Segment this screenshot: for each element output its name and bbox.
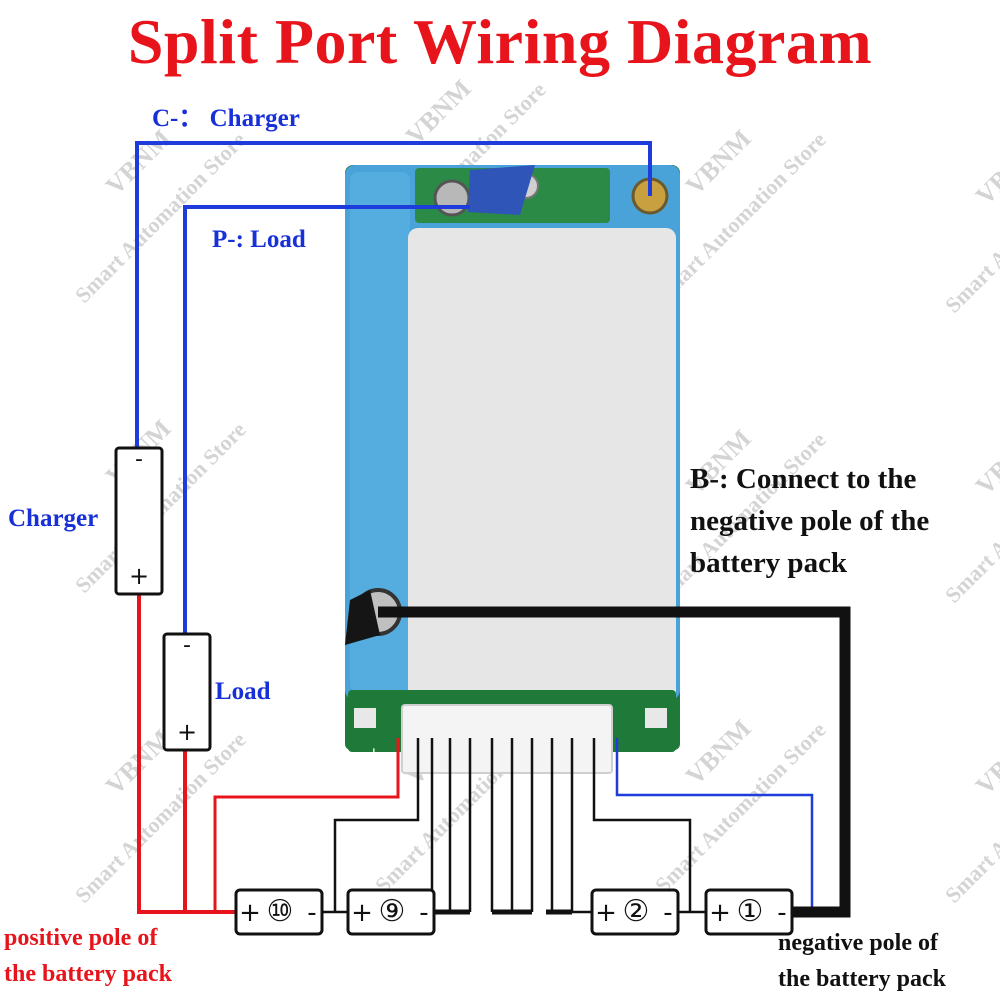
p-minus-terminal bbox=[433, 179, 471, 217]
cell-box bbox=[590, 888, 680, 936]
c-minus-wire bbox=[135, 141, 652, 448]
load-device: - + bbox=[162, 632, 212, 752]
charger-minus: - bbox=[135, 447, 143, 472]
cell-plus: + bbox=[351, 898, 373, 928]
positive-line-2: the battery pack bbox=[4, 961, 172, 987]
positive-pole-label: positive pole of the battery pack bbox=[4, 920, 172, 992]
cell-plus: + bbox=[709, 898, 731, 928]
b-minus-pad bbox=[645, 708, 667, 728]
cell-number: ⑩ bbox=[267, 894, 294, 929]
b-plus-pad bbox=[354, 708, 376, 728]
cell-number: ① bbox=[737, 894, 764, 929]
cell-2: +⑨- bbox=[346, 888, 436, 936]
negative-line-1: negative pole of bbox=[778, 930, 938, 956]
b-minus-line-3: battery pack bbox=[690, 547, 848, 579]
charger-plus: + bbox=[129, 562, 149, 590]
b-minus-line-1: B-: Connect to the bbox=[690, 463, 917, 495]
charger-label: Charger bbox=[8, 505, 99, 532]
cell-4: +①- bbox=[704, 888, 794, 936]
cell-minus: - bbox=[419, 898, 428, 928]
cell-plus: + bbox=[239, 898, 261, 928]
positive-line-1: positive pole of bbox=[4, 925, 158, 951]
balance-connector bbox=[401, 704, 613, 774]
b-plus-sense-wire bbox=[213, 738, 400, 912]
charger-device: - + bbox=[114, 446, 164, 596]
p-minus-label: P-: Load bbox=[212, 226, 306, 253]
charger-box bbox=[114, 446, 164, 596]
b-minus-sense-wire bbox=[615, 738, 814, 912]
battery-cells: +⑩-+⑨-+②-+①- bbox=[234, 888, 794, 936]
blue-lead bbox=[468, 165, 535, 215]
cell-3: +②- bbox=[590, 888, 680, 936]
cell-plus: + bbox=[595, 898, 617, 928]
balance-wires bbox=[322, 738, 706, 915]
cell-minus: - bbox=[307, 898, 316, 928]
p-minus-wire bbox=[183, 205, 470, 634]
load-plus: + bbox=[177, 718, 197, 746]
load-minus: - bbox=[183, 633, 191, 658]
b-minus-description: B-: Connect to the negative pole of the … bbox=[690, 458, 929, 584]
b-minus-line-2: negative pole of the bbox=[690, 505, 930, 537]
b-plus-silk: B+ bbox=[364, 747, 384, 770]
charger-plus-wire bbox=[137, 594, 236, 914]
b-minus-silk: B- bbox=[637, 752, 657, 770]
negative-line-2: the battery pack bbox=[778, 966, 946, 992]
heat-shrink-highlight bbox=[350, 172, 410, 692]
bms-board: B+ B- bbox=[345, 165, 680, 774]
balance-wire-1 bbox=[333, 738, 420, 912]
cell-box bbox=[234, 888, 324, 936]
red-wires bbox=[137, 594, 400, 914]
blue-wires bbox=[135, 141, 814, 912]
b-minus-lug bbox=[345, 590, 380, 645]
cell-number: ⑨ bbox=[379, 894, 406, 929]
cell-box bbox=[346, 888, 436, 936]
cell-1: +⑩- bbox=[234, 888, 324, 936]
cell-number: ② bbox=[623, 894, 650, 929]
page-title: Split Port Wiring Diagram bbox=[127, 6, 873, 77]
b-minus-main-wire bbox=[378, 606, 851, 918]
label-panel bbox=[408, 228, 676, 702]
c-minus-label: C-： Charger bbox=[152, 105, 300, 132]
cell-minus: - bbox=[777, 898, 786, 928]
load-box bbox=[162, 632, 212, 752]
cell-box bbox=[704, 888, 794, 936]
negative-pole-label: negative pole of the battery pack bbox=[778, 925, 946, 997]
cell-minus: - bbox=[663, 898, 672, 928]
balance-wire-10 bbox=[592, 738, 692, 912]
load-label: Load bbox=[215, 678, 271, 705]
